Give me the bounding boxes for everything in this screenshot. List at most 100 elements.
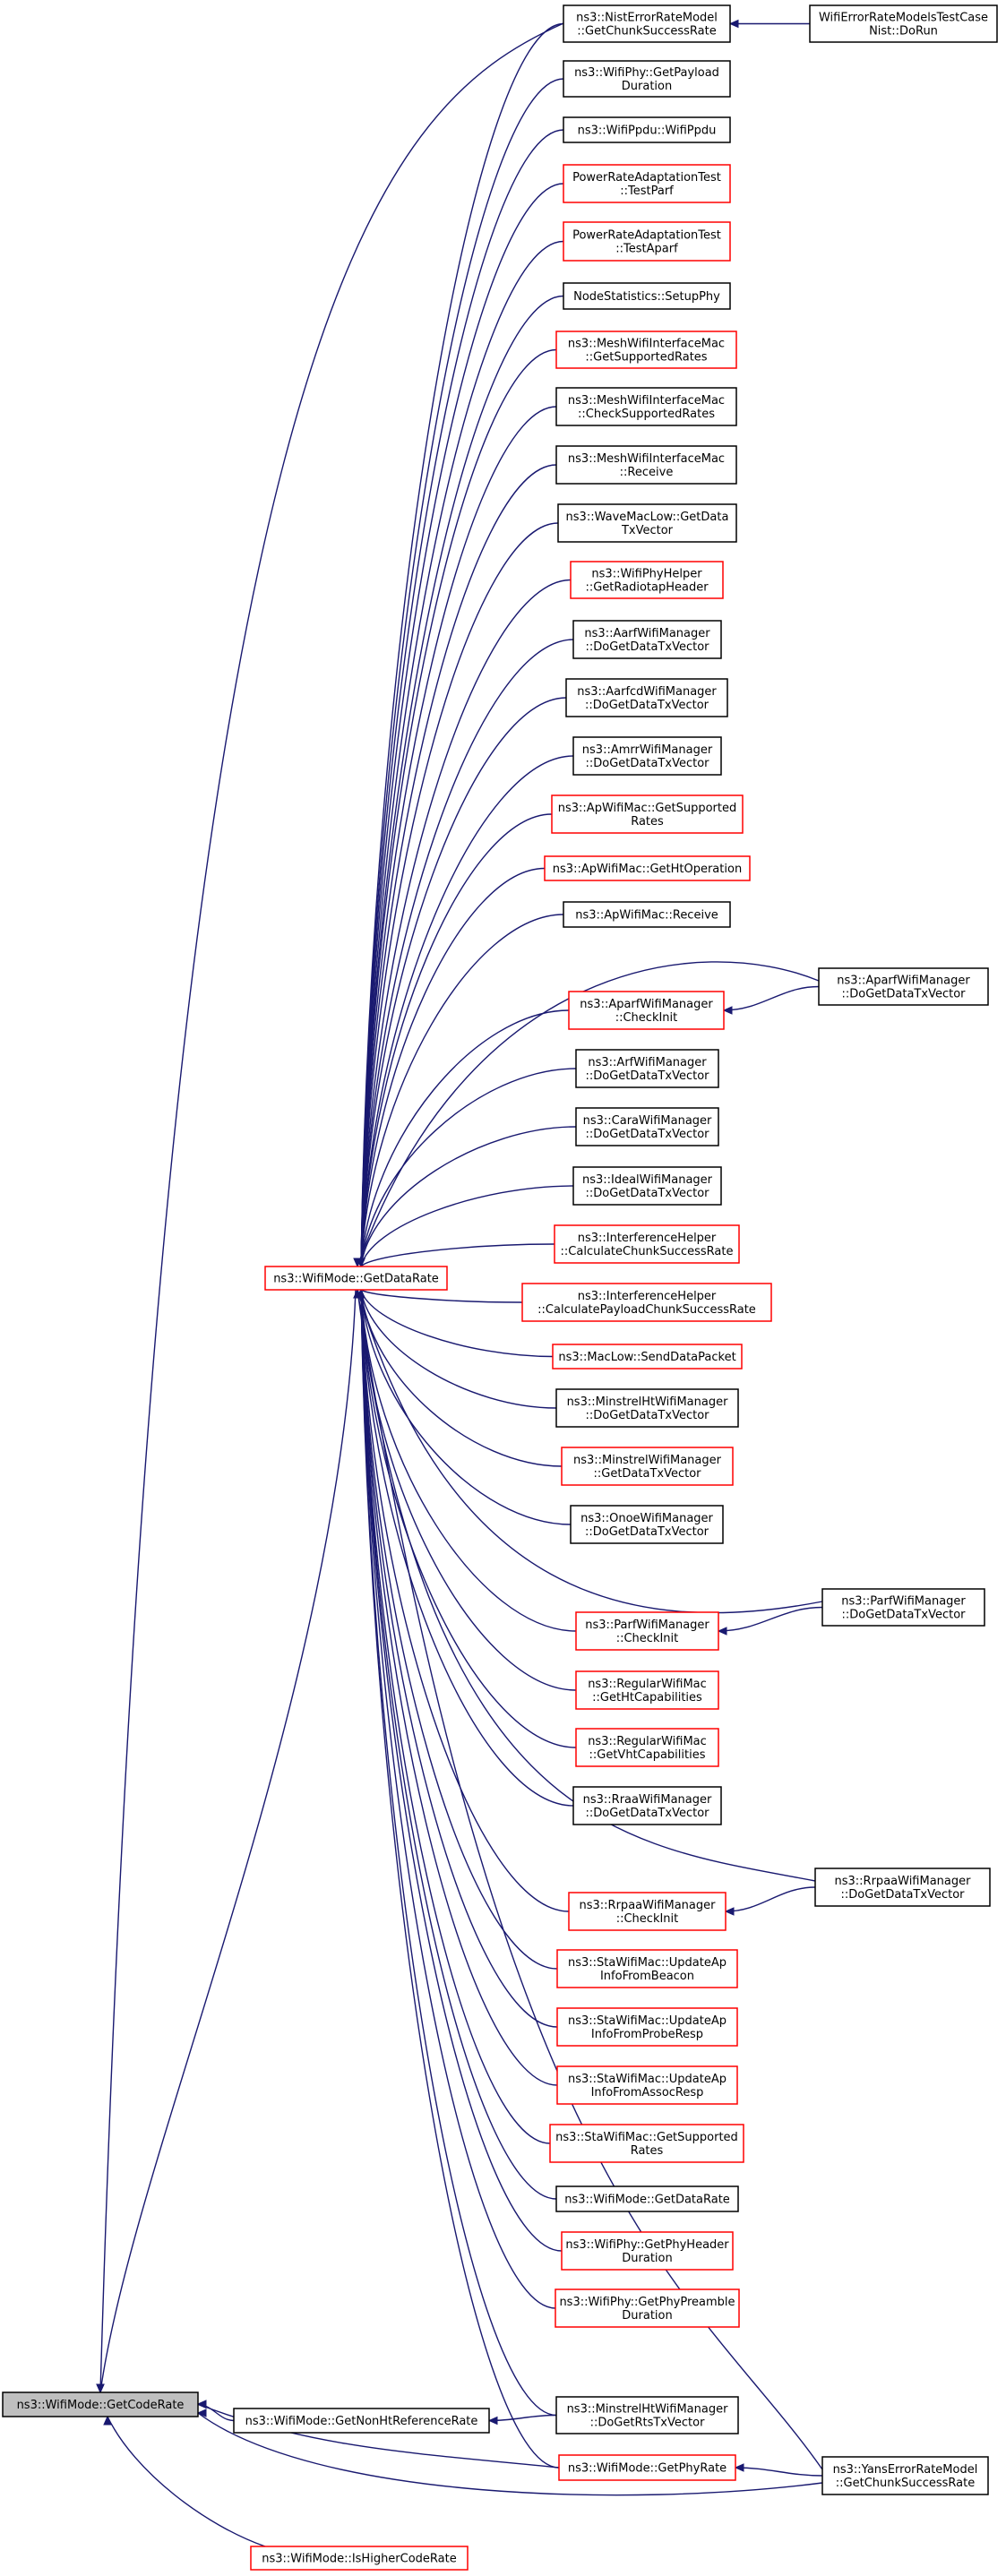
node-aparf_get[interactable]: ns3::AparfWifiManager::DoGetDataTxVector <box>818 967 989 1006</box>
node-box-reg_ht <box>575 1670 719 1710</box>
node-box-cara <box>575 1107 719 1146</box>
node-aparf_test[interactable]: PowerRateAdaptationTest::TestAparf <box>563 221 731 262</box>
node-nonht[interactable]: ns3::WifiMode::GetNonHtReferenceRate <box>233 2408 490 2434</box>
node-sta_probe[interactable]: ns3::StaWifiMac::UpdateApInfoFromProbeRe… <box>556 2007 738 2047</box>
node-rrpaa_get[interactable]: ns3::RrpaaWifiManager::DoGetDataTxVector <box>814 1868 991 1907</box>
node-nodestats[interactable]: NodeStatistics::SetupPhy <box>563 282 731 310</box>
node-label-phypre-line-1: Duration <box>622 2309 672 2323</box>
edge-nist-to-getdatarate <box>360 22 564 1267</box>
node-label-payload-line-1: Duration <box>622 80 672 93</box>
node-label-parf_test-line-1: ::TestParf <box>620 185 674 198</box>
node-sta_assoc[interactable]: ns3::StaWifiMac::UpdateApInfoFromAssocRe… <box>556 2065 738 2105</box>
node-ap_supp[interactable]: ns3::ApWifiMac::GetSupportedRates <box>551 794 744 834</box>
node-box-nisttest <box>809 4 998 43</box>
node-label-yans-line-1: ::GetChunkSuccessRate <box>836 2477 975 2490</box>
node-minstrelht_rts[interactable]: ns3::MinstrelHtWifiManager::DoGetRtsTxVe… <box>555 2396 739 2434</box>
edge-rrpaa_init-to-getdatarate <box>360 1289 570 1912</box>
node-label-ppdu-line-0: ns3::WifiPpdu::WifiPpdu <box>578 125 717 138</box>
node-label-rrpaa_get-line-0: ns3::RrpaaWifiManager <box>835 1875 972 1888</box>
node-getdatarate2[interactable]: ns3::WifiMode::GetDataRate <box>555 2185 739 2212</box>
node-ap_recv[interactable]: ns3::ApWifiMac::Receive <box>563 901 731 928</box>
node-aarf[interactable]: ns3::AarfWifiManager::DoGetDataTxVector <box>572 620 722 659</box>
node-label-sta_supp-line-1: Rates <box>631 2144 664 2158</box>
node-cara[interactable]: ns3::CaraWifiManager::DoGetDataTxVector <box>575 1107 719 1146</box>
node-label-radiotap-line-1: ::GetRadiotapHeader <box>585 581 709 595</box>
node-label-wave-line-1: TxVector <box>621 524 674 537</box>
node-onoe[interactable]: ns3::OnoeWifiManager::DoGetDataTxVector <box>570 1505 724 1544</box>
node-label-reg_vht-line-1: ::GetVhtCapabilities <box>589 1748 706 1762</box>
node-aarfcd[interactable]: ns3::AarfcdWifiManager::DoGetDataTxVecto… <box>565 678 728 717</box>
node-box-aparf_test <box>563 221 731 262</box>
node-yans[interactable]: ns3::YansErrorRateModel::GetChunkSuccess… <box>821 2456 989 2495</box>
node-box-nonht <box>233 2408 490 2434</box>
node-root[interactable]: ns3::WifiMode::GetCodeRate <box>2 2391 199 2417</box>
node-box-maclow <box>552 1344 743 1370</box>
node-label-rrpaa_init-line-1: ::CheckInit <box>616 1912 679 1926</box>
node-mesh_check[interactable]: ns3::MeshWifiInterfaceMac::CheckSupporte… <box>555 387 737 426</box>
node-reg_ht[interactable]: ns3::RegularWifiMac::GetHtCapabilities <box>575 1670 719 1710</box>
node-parf_get[interactable]: ns3::ParfWifiManager::DoGetDataTxVector <box>821 1588 985 1627</box>
node-label-arf-line-0: ns3::ArfWifiManager <box>588 1056 707 1069</box>
node-getdatarate[interactable]: ns3::WifiMode::GetDataRate <box>264 1266 448 1291</box>
node-box-phypre <box>555 2288 740 2328</box>
node-label-getdatarate2-line-0: ns3::WifiMode::GetDataRate <box>564 2194 730 2207</box>
edge-phyhdr-to-getdatarate <box>360 1289 563 2252</box>
node-radiotap[interactable]: ns3::WifiPhyHelper::GetRadiotapHeader <box>570 561 724 599</box>
arrowhead-aparf_get-to-aparf_init <box>722 1006 733 1015</box>
edge-aparf_get-to-aparf_init <box>723 985 820 1011</box>
node-reg_vht[interactable]: ns3::RegularWifiMac::GetVhtCapabilities <box>575 1728 719 1767</box>
node-box-rrpaa_init <box>568 1892 727 1931</box>
node-nist[interactable]: ns3::NistErrorRateModel::GetChunkSuccess… <box>563 4 731 43</box>
node-sta_supp[interactable]: ns3::StaWifiMac::GetSupportedRates <box>549 2124 744 2163</box>
node-maclow[interactable]: ns3::MacLow::SendDataPacket <box>552 1344 743 1370</box>
node-box-parf_init <box>575 1611 719 1651</box>
node-interf_payload[interactable]: ns3::InterferenceHelper::CalculatePayloa… <box>521 1283 772 1322</box>
edge-getphyrate-to-getdatarate <box>360 1289 560 2469</box>
node-aparf_init[interactable]: ns3::AparfWifiManager::CheckInit <box>568 991 725 1030</box>
node-arf[interactable]: ns3::ArfWifiManager::DoGetDataTxVector <box>575 1049 719 1088</box>
node-box-minstrel <box>561 1447 734 1486</box>
node-rraa[interactable]: ns3::RraaWifiManager::DoGetDataTxVector <box>572 1786 722 1825</box>
node-label-sta_beacon-line-0: ns3::StaWifiMac::UpdateAp <box>568 1956 727 1970</box>
node-mesh_recv[interactable]: ns3::MeshWifiInterfaceMac::Receive <box>555 445 737 485</box>
node-label-parf_get-line-0: ns3::ParfWifiManager <box>841 1595 966 1609</box>
edge-sta_probe-to-getdatarate <box>360 1289 558 2028</box>
node-label-payload-line-0: ns3::WifiPhy::GetPayload <box>574 66 719 80</box>
node-parf_init[interactable]: ns3::ParfWifiManager::CheckInit <box>575 1611 719 1651</box>
node-ppdu[interactable]: ns3::WifiPpdu::WifiPpdu <box>563 116 731 143</box>
node-parf_test[interactable]: PowerRateAdaptationTest::TestParf <box>563 164 731 203</box>
arrowhead-getphyrate-to-root <box>196 2400 207 2409</box>
node-label-nist-line-0: ns3::NistErrorRateModel <box>576 12 718 25</box>
node-getphyrate[interactable]: ns3::WifiMode::GetPhyRate <box>558 2454 736 2481</box>
node-label-parf_init-line-1: ::CheckInit <box>616 1632 679 1645</box>
node-label-nisttest-line-0: WifiErrorRateModelsTestCase <box>819 12 988 25</box>
node-box-ap_supp <box>551 794 744 834</box>
node-minstrelht[interactable]: ns3::MinstrelHtWifiManager::DoGetDataTxV… <box>555 1388 739 1428</box>
node-label-minstrelht_rts-line-0: ns3::MinstrelHtWifiManager <box>567 2403 729 2417</box>
node-amrr[interactable]: ns3::AmrrWifiManager::DoGetDataTxVector <box>572 736 722 776</box>
edge-minstrel-to-getdatarate <box>360 1289 563 1467</box>
node-label-sta_probe-line-0: ns3::StaWifiMac::UpdateAp <box>568 2014 727 2028</box>
node-label-minstrel-line-0: ns3::MinstrelWifiManager <box>573 1454 722 1467</box>
node-ideal[interactable]: ns3::IdealWifiManager::DoGetDataTxVector <box>572 1166 722 1206</box>
arrowhead-rrpaa_get-to-rrpaa_init <box>724 1907 735 1916</box>
node-rrpaa_init[interactable]: ns3::RrpaaWifiManager::CheckInit <box>568 1892 727 1931</box>
node-interf_chunk[interactable]: ns3::InterferenceHelper::CalculateChunkS… <box>554 1224 740 1264</box>
node-mesh_supp[interactable]: ns3::MeshWifiInterfaceMac::GetSupportedR… <box>555 331 737 369</box>
edge-phypre-to-getdatarate <box>360 1289 556 2309</box>
node-ishigher[interactable]: ns3::WifiMode::IsHigherCodeRate <box>250 2546 469 2571</box>
edge-interf_payload-to-getdatarate <box>360 1289 523 1303</box>
node-label-aparf_init-line-1: ::CheckInit <box>615 1011 678 1025</box>
node-ap_ht[interactable]: ns3::ApWifiMac::GetHtOperation <box>544 855 751 881</box>
node-label-rraa-line-1: ::DoGetDataTxVector <box>586 1807 710 1820</box>
edge-minstrelht-to-getdatarate <box>360 1289 557 1409</box>
node-label-cara-line-1: ::DoGetDataTxVector <box>586 1128 710 1141</box>
node-wave[interactable]: ns3::WaveMacLow::GetDataTxVector <box>557 503 737 543</box>
arrowhead-nisttest-to-nist <box>728 19 739 29</box>
node-minstrel[interactable]: ns3::MinstrelWifiManager::GetDataTxVecto… <box>561 1447 734 1486</box>
